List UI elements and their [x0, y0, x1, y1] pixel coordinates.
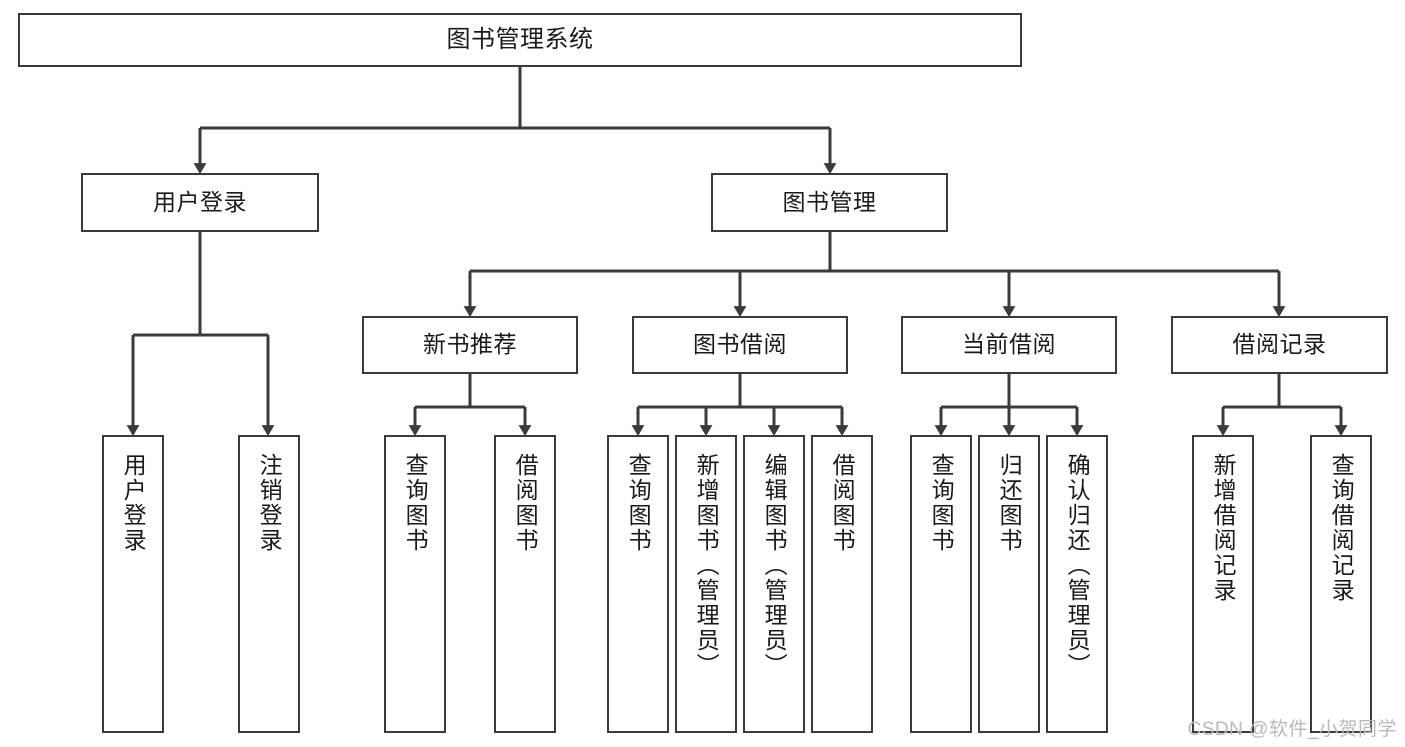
node-leaf-add-borrow-record-label: 新增借阅记录: [1210, 453, 1237, 603]
node-new-book-recommend[interactable]: 新书推荐: [362, 316, 578, 374]
node-leaf-logout-login[interactable]: 注销登录: [238, 435, 300, 733]
node-new-book-recommend-label: 新书推荐: [423, 331, 517, 358]
node-leaf-borrow-book-2-label: 借阅图书: [829, 453, 856, 553]
node-leaf-query-book-3-label: 查询图书: [928, 453, 955, 553]
node-leaf-edit-book-admin-label: 编辑图书（管理员）: [761, 453, 788, 678]
node-leaf-borrow-book-1[interactable]: 借阅图书: [494, 435, 556, 733]
node-leaf-add-book-admin[interactable]: 新增图书（管理员）: [675, 435, 737, 733]
node-leaf-confirm-return-admin[interactable]: 确认归还（管理员）: [1046, 435, 1108, 733]
node-leaf-return-book[interactable]: 归还图书: [978, 435, 1040, 733]
node-user-login[interactable]: 用户登录: [81, 173, 319, 232]
node-leaf-return-book-label: 归还图书: [996, 453, 1023, 553]
node-leaf-borrow-book-1-label: 借阅图书: [512, 453, 539, 553]
node-leaf-borrow-book-2[interactable]: 借阅图书: [811, 435, 873, 733]
node-root-label: 图书管理系统: [446, 25, 594, 53]
node-leaf-edit-book-admin[interactable]: 编辑图书（管理员）: [743, 435, 805, 733]
node-root[interactable]: 图书管理系统: [18, 13, 1022, 67]
node-book-borrow[interactable]: 图书借阅: [632, 316, 848, 374]
node-book-manage[interactable]: 图书管理: [711, 173, 948, 232]
node-current-borrow-label: 当前借阅: [962, 331, 1056, 358]
node-user-login-label: 用户登录: [153, 188, 247, 215]
node-leaf-user-login[interactable]: 用户登录: [102, 435, 164, 733]
node-borrow-record-label: 借阅记录: [1232, 331, 1327, 358]
node-leaf-add-borrow-record[interactable]: 新增借阅记录: [1192, 435, 1254, 733]
node-leaf-query-book-2[interactable]: 查询图书: [607, 435, 669, 733]
node-leaf-add-book-admin-label: 新增图书（管理员）: [693, 453, 720, 678]
node-leaf-query-book-3[interactable]: 查询图书: [910, 435, 972, 733]
node-leaf-logout-login-label: 注销登录: [256, 453, 283, 553]
watermark-text: CSDN @软件_小贺同学: [1187, 719, 1397, 740]
node-leaf-query-book-1[interactable]: 查询图书: [384, 435, 446, 733]
node-book-borrow-label: 图书借阅: [693, 331, 787, 358]
node-leaf-query-book-2-label: 查询图书: [625, 453, 652, 553]
node-borrow-record[interactable]: 借阅记录: [1171, 316, 1388, 374]
node-leaf-query-book-1-label: 查询图书: [402, 453, 429, 553]
node-leaf-user-login-label: 用户登录: [120, 453, 147, 553]
node-leaf-query-borrow-record-label: 查询借阅记录: [1328, 453, 1355, 603]
node-current-borrow[interactable]: 当前借阅: [901, 316, 1117, 374]
node-book-manage-label: 图书管理: [782, 188, 877, 215]
node-leaf-confirm-return-admin-label: 确认归还（管理员）: [1064, 453, 1091, 678]
node-leaf-query-borrow-record[interactable]: 查询借阅记录: [1310, 435, 1372, 733]
